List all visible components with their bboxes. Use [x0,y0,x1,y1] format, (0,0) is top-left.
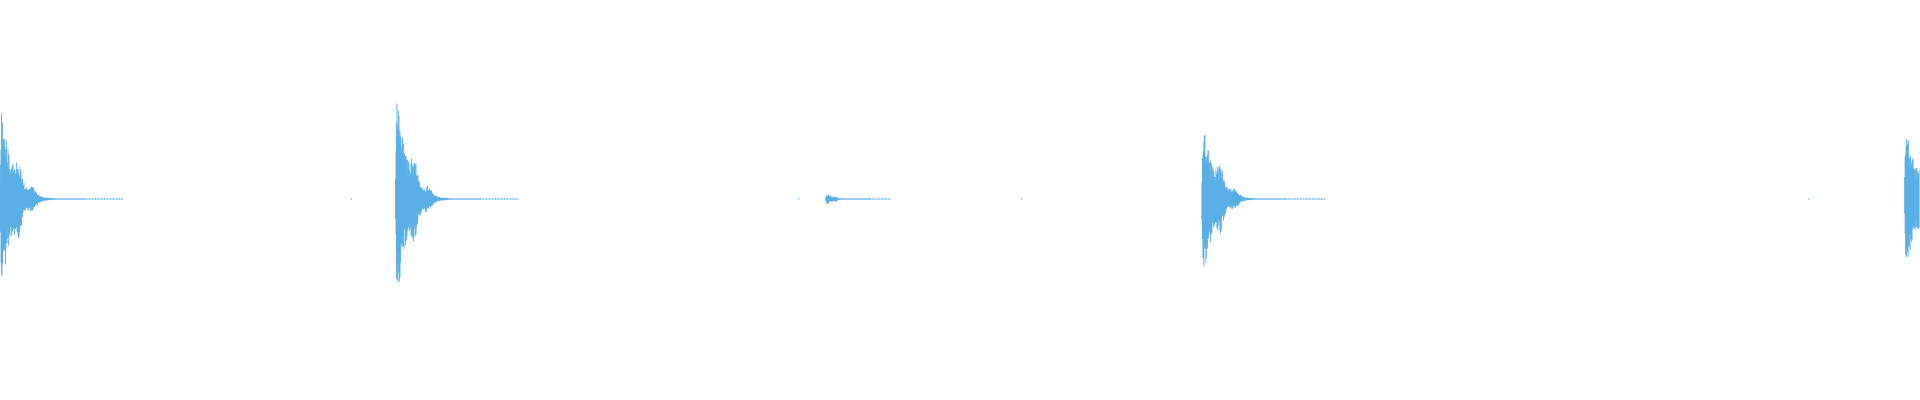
transient [0,113,123,277]
transient-waveform [825,194,891,205]
transient-waveform [1201,134,1325,267]
noise-speck [1808,198,1810,200]
transient [1201,134,1325,267]
transient-group [0,103,1920,283]
noise-speck [798,198,800,200]
noise-speck [1020,198,1022,200]
noise-speck [350,198,352,200]
transient [1904,139,1920,258]
transient-waveform [0,113,123,277]
transient-waveform [1904,139,1920,258]
transient-waveform [395,103,519,283]
speck-group [350,198,1810,200]
transient [395,103,519,283]
transient [825,194,891,205]
